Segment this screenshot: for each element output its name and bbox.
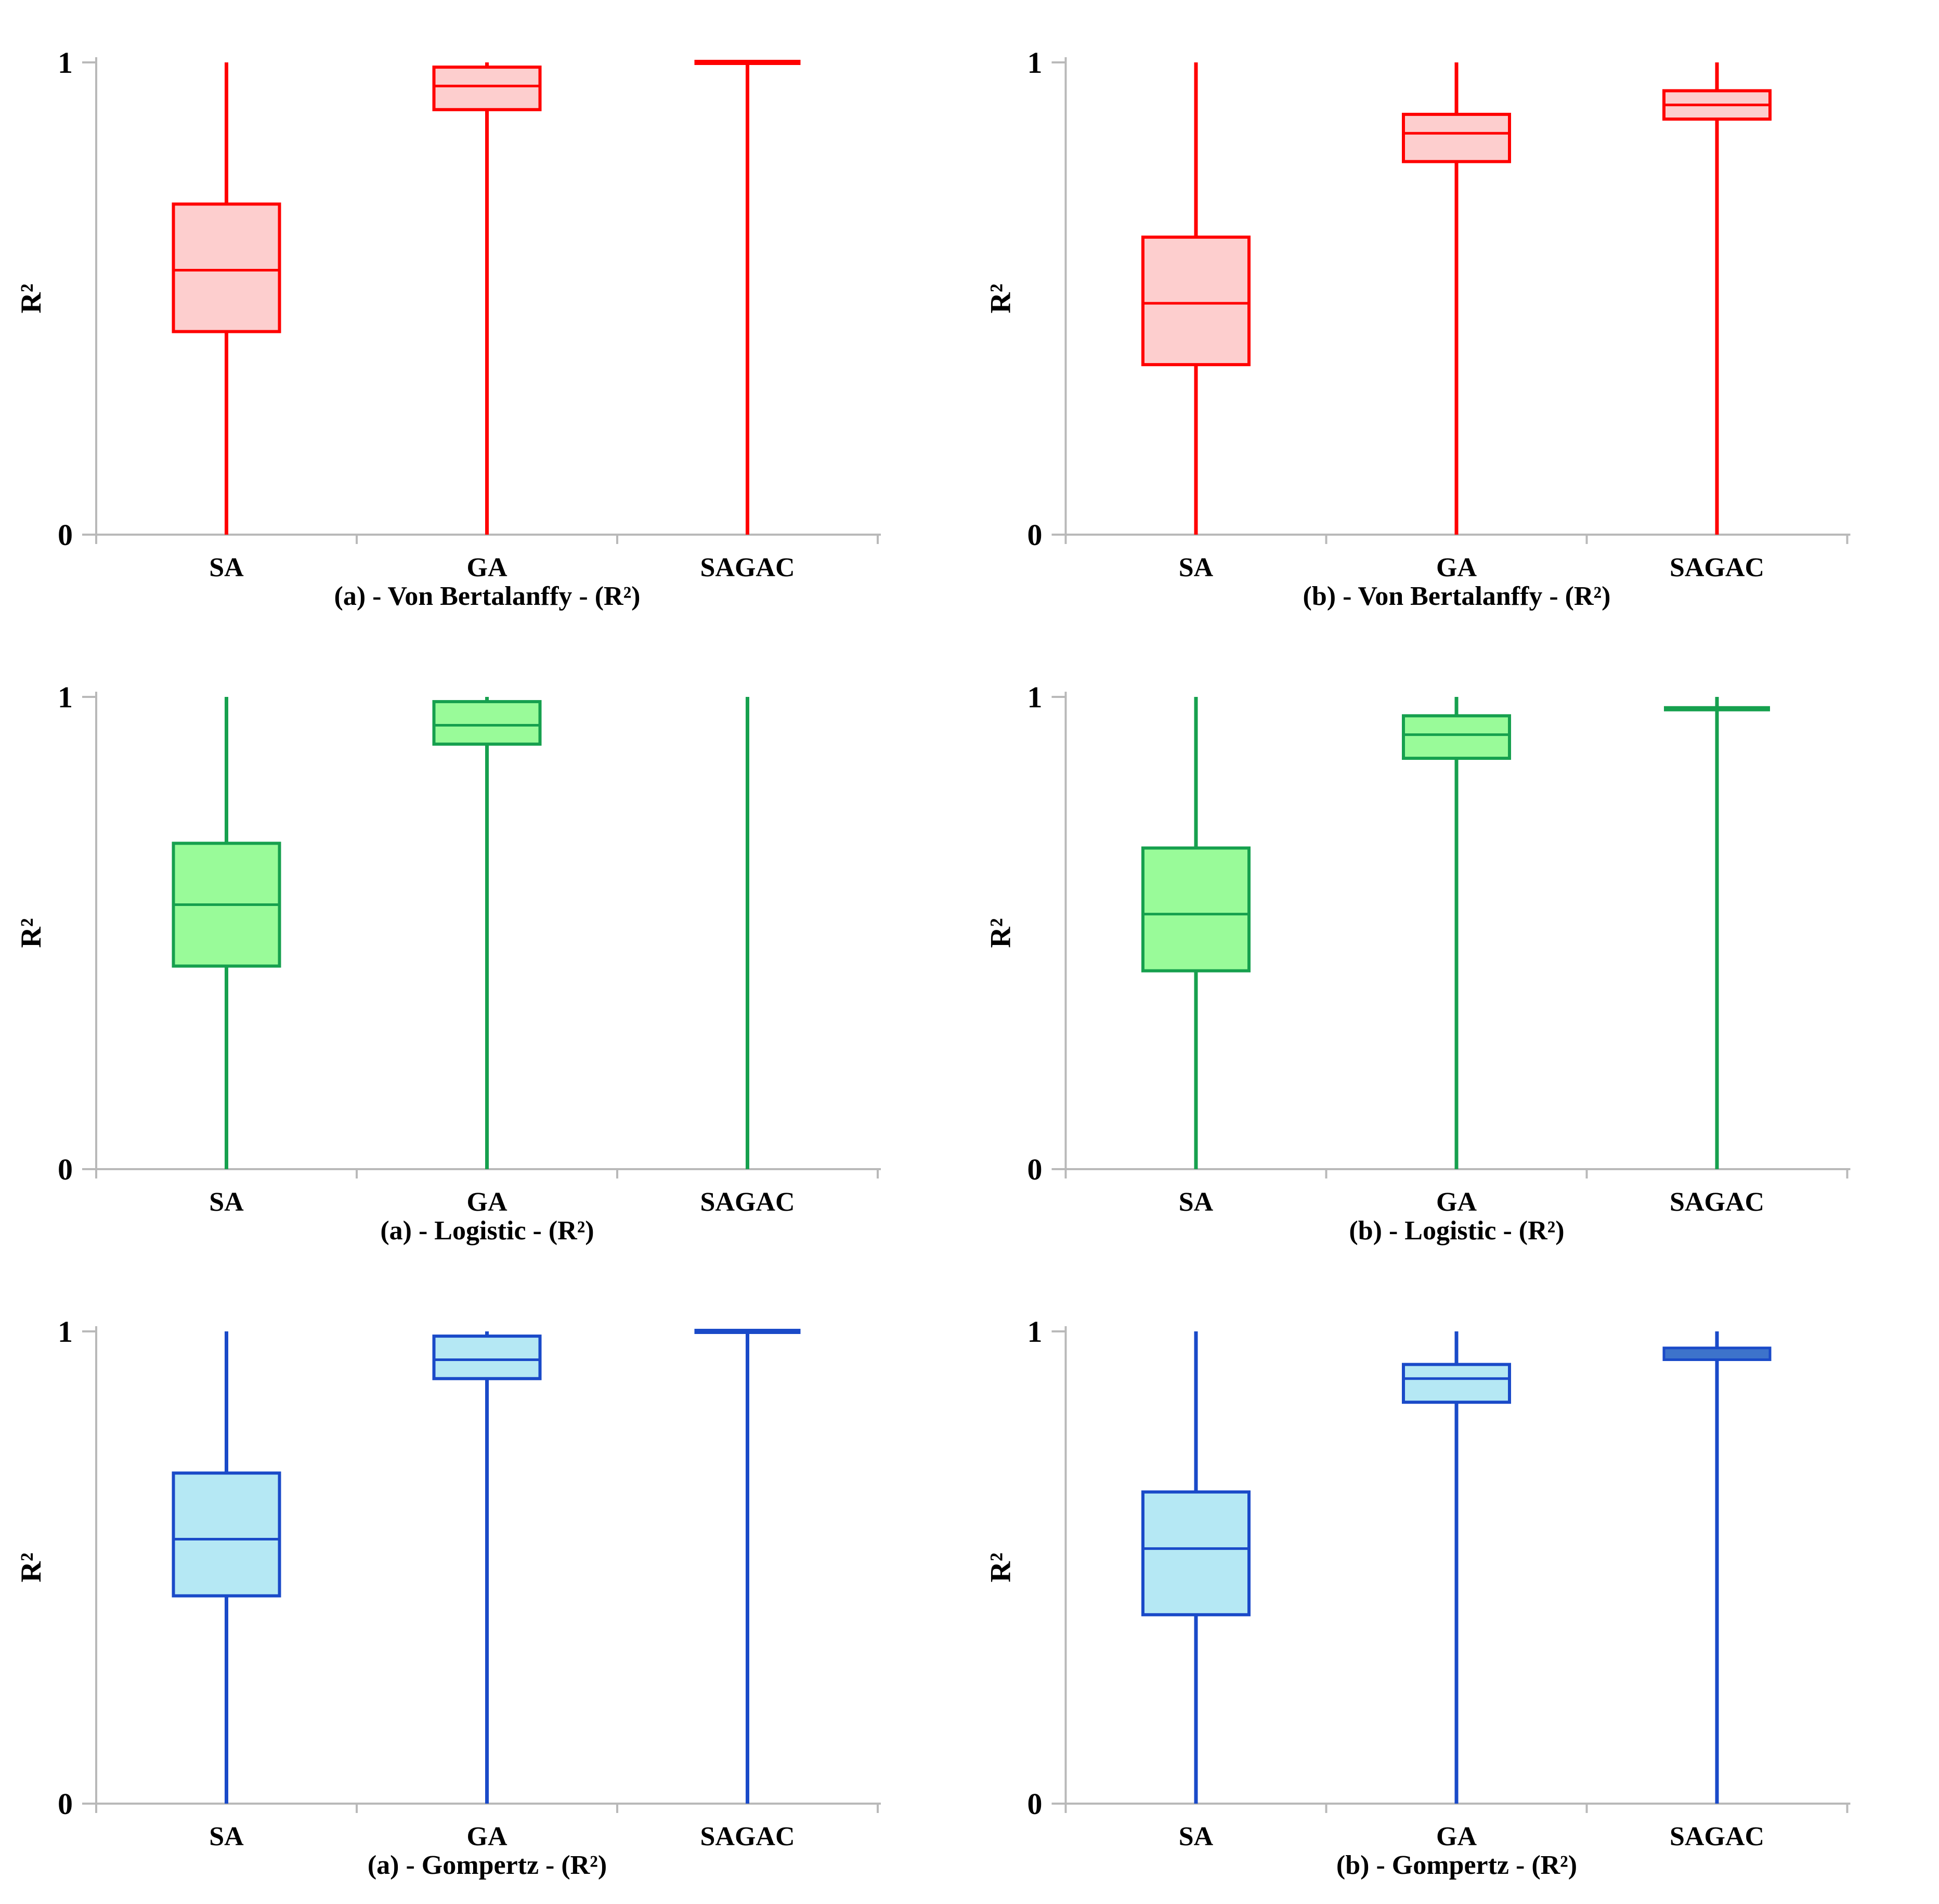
boxplot-svg: 1 0 R² SA GA SAGAC (15, 680, 881, 1217)
category-label-ga: GA (467, 553, 507, 582)
y-tick-label-0: 0 (1027, 518, 1043, 552)
y-axis-title: R² (15, 918, 47, 948)
category-label-sa: SA (209, 1187, 244, 1217)
y-axis-title: R² (985, 918, 1017, 948)
y-tick-label-0: 0 (58, 518, 73, 552)
boxplot-svg: 1 0 R² SA GA SAGAC (985, 1315, 1851, 1851)
box-rect (1402, 714, 1511, 760)
category-label-ga: GA (1436, 1187, 1477, 1217)
series-SAGAC (1662, 62, 1772, 535)
y-tick-label-1: 1 (1027, 680, 1043, 714)
y-tick-label-1: 1 (1027, 46, 1043, 80)
box-rect (432, 66, 542, 111)
chart-gompertz-a: 1 0 R² SA GA SAGAC (a) - Gompertz - (R²) (0, 1269, 969, 1904)
y-tick-label-0: 0 (58, 1787, 73, 1821)
boxplot-svg: 1 0 R² SA GA SAGAC (985, 46, 1851, 582)
boxplot-svg: 1 0 R² SA GA SAGAC (15, 46, 881, 582)
y-axis-title: R² (985, 283, 1017, 313)
category-label-ga: GA (467, 1822, 507, 1851)
box-rect (1141, 235, 1251, 367)
box-rect (1402, 112, 1511, 163)
y-tick-label-0: 0 (58, 1152, 73, 1186)
y-axis-title: R² (15, 283, 47, 313)
chart-caption: (a) - Logistic - (R²) (380, 1216, 594, 1246)
series-SA (1141, 62, 1251, 535)
y-tick-label-1: 1 (58, 1315, 73, 1349)
box-rect (1402, 1363, 1511, 1404)
y-tick-label-1: 1 (58, 46, 73, 80)
series-GA (432, 1331, 542, 1804)
category-label-sa: SA (1179, 1187, 1214, 1217)
chart-gompertz-b: 1 0 R² SA GA SAGAC (b) - Gompertz - (R²) (969, 1269, 1939, 1904)
category-label-sa: SA (1179, 1822, 1214, 1851)
series-SAGAC (694, 60, 801, 535)
series-GA (1402, 1331, 1511, 1804)
category-label-sagac: SAGAC (1670, 1187, 1764, 1217)
box-rect (172, 1471, 281, 1598)
series-GA (432, 697, 542, 1169)
category-label-ga: GA (467, 1187, 507, 1217)
y-tick-label-0: 0 (1027, 1787, 1043, 1821)
boxplot-svg: 1 0 R² SA GA SAGAC (985, 680, 1851, 1217)
category-label-sagac: SAGAC (700, 1187, 795, 1217)
category-label-sagac: SAGAC (700, 1822, 795, 1851)
y-axis-title: R² (15, 1552, 47, 1582)
category-label-sagac: SAGAC (700, 553, 795, 582)
series-GA (1402, 697, 1511, 1169)
box-rect (172, 202, 281, 333)
box-rect (1141, 1490, 1251, 1616)
category-label-ga: GA (1436, 1822, 1477, 1851)
box-rect (432, 700, 542, 746)
chart-logistic-b: 1 0 R² SA GA SAGAC (b) - Logistic - (R²) (969, 634, 1939, 1269)
series-SA (1141, 697, 1251, 1169)
category-label-ga: GA (1436, 553, 1477, 582)
chart-von-bertalanffy-a: 1 0 R² SA GA SAGAC (a) - Von Bertalanffy - (R… (0, 0, 969, 634)
series-GA (1402, 62, 1511, 535)
category-label-sa: SA (1179, 553, 1214, 582)
y-tick-label-1: 1 (1027, 1315, 1043, 1349)
chart-von-bertalanffy-b: 1 0 R² SA GA SAGAC (b) - Von Bertalanffy - (R… (969, 0, 1939, 634)
series-SA (172, 697, 281, 1169)
series-SAGAC (1664, 697, 1770, 1169)
box-rect (1141, 846, 1251, 973)
chart-caption: (b) - Logistic - (R²) (1349, 1216, 1565, 1246)
category-label-sa: SA (209, 553, 244, 582)
series-SA (172, 62, 281, 535)
category-label-sa: SA (209, 1822, 244, 1851)
y-tick-label-1: 1 (58, 680, 73, 714)
series-SA (1141, 1331, 1251, 1804)
chart-caption: (a) - Von Bertalanffy - (R²) (334, 581, 641, 611)
series-SAGAC (694, 1329, 801, 1804)
slim-box-rect (1662, 1346, 1772, 1361)
chart-caption: (a) - Gompertz - (R²) (367, 1850, 607, 1880)
series-SAGAC (1662, 1331, 1772, 1804)
category-label-sagac: SAGAC (1670, 1822, 1764, 1851)
series-GA (432, 62, 542, 535)
series-SA (172, 1331, 281, 1804)
chart-logistic-a: 1 0 R² SA GA SAGAC (a) - Logistic - (R²) (0, 634, 969, 1269)
boxplot-svg: 1 0 R² SA GA SAGAC (15, 1315, 881, 1851)
chart-caption: (b) - Von Bertalanffy - (R²) (1303, 581, 1611, 611)
y-axis-title: R² (985, 1552, 1017, 1582)
category-label-sagac: SAGAC (1670, 553, 1764, 582)
y-tick-label-0: 0 (1027, 1152, 1043, 1186)
chart-caption: (b) - Gompertz - (R²) (1336, 1850, 1578, 1880)
box-rect (432, 1335, 542, 1380)
